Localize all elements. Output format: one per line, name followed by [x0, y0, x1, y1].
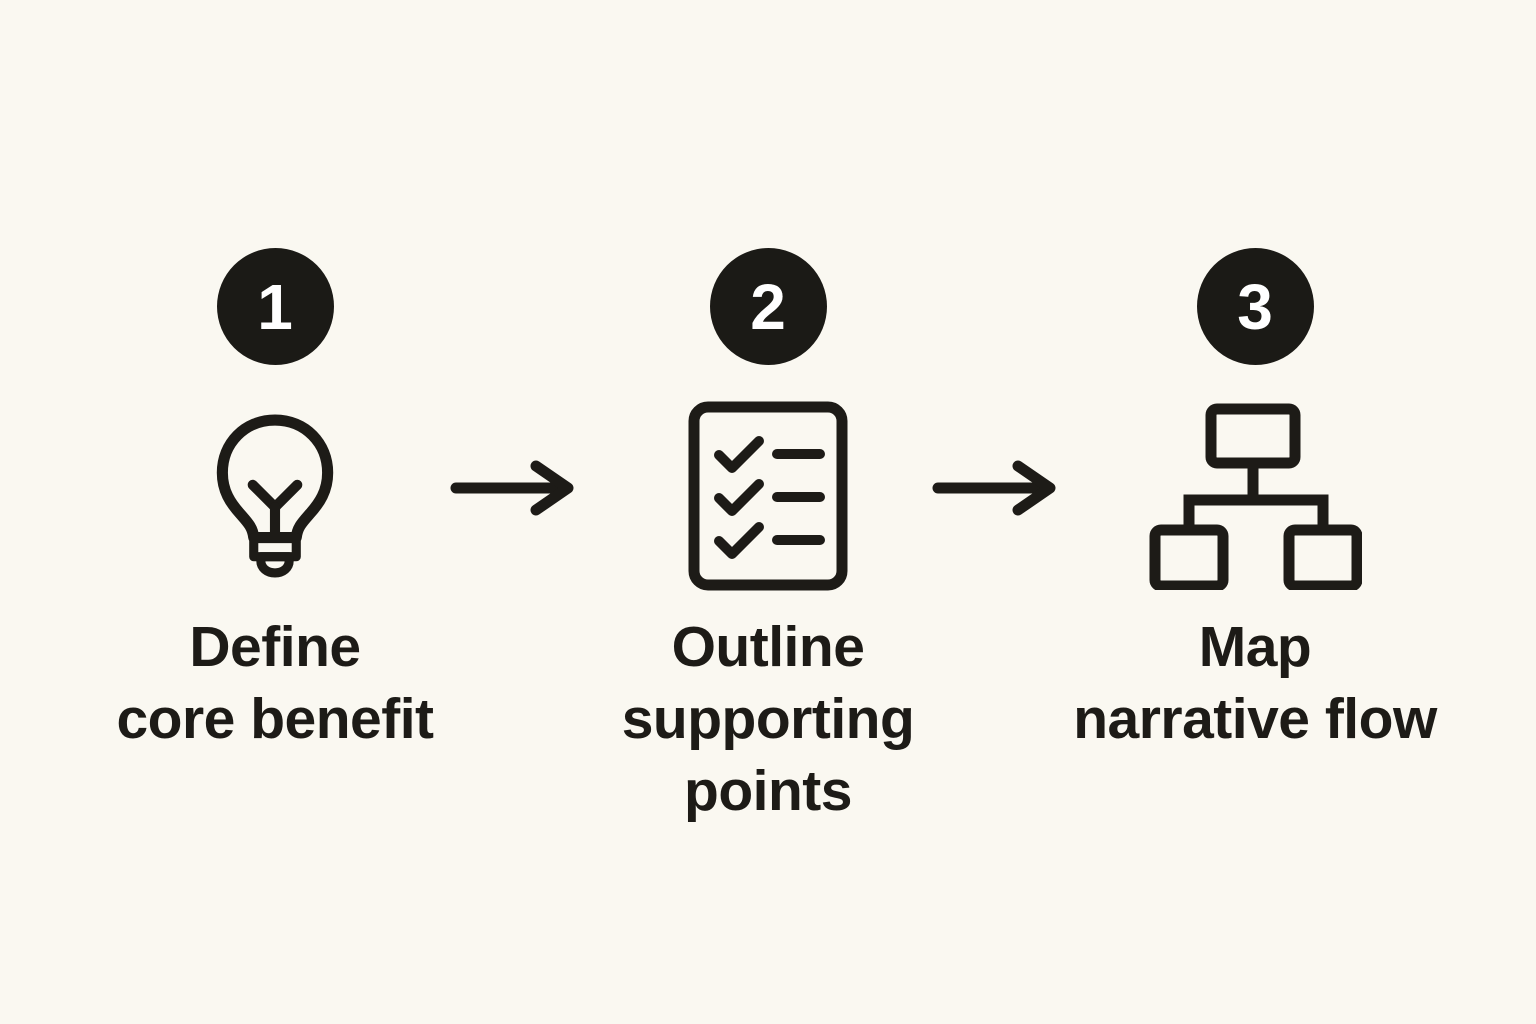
step-1-label: Define core benefit	[116, 611, 434, 755]
step-2: 2 Outline supporting points	[548, 248, 988, 827]
step-3-label-line-2: narrative flow	[1073, 687, 1437, 751]
step-2-label-line-3: points	[684, 759, 852, 823]
step-1-number: 1	[257, 270, 293, 343]
step-2-label: Outline supporting points	[622, 611, 915, 827]
step-2-label-line-1: Outline	[671, 615, 865, 679]
step-3: 3 Map narrative flow	[1035, 248, 1475, 755]
step-1-label-line-1: Define	[189, 615, 361, 679]
step-2-number-badge: 2	[709, 248, 827, 365]
right-arrow-icon	[450, 458, 580, 518]
step-3-label: Map narrative flow	[1073, 611, 1437, 755]
step-3-number-badge: 3	[1196, 248, 1314, 365]
step-3-number: 3	[1237, 270, 1273, 343]
step-2-number: 2	[750, 270, 786, 343]
step-1: 1 Define core benefit	[55, 248, 495, 755]
step-1-label-line-2: core benefit	[116, 687, 434, 751]
checklist-icon	[688, 401, 848, 591]
hierarchy-icon	[1148, 401, 1362, 591]
step-3-label-line-1: Map	[1198, 615, 1312, 679]
step-1-number-badge: 1	[216, 248, 334, 365]
lightbulb-icon	[209, 401, 341, 591]
right-arrow-icon	[932, 458, 1062, 518]
step-2-label-line-2: supporting	[621, 687, 915, 751]
